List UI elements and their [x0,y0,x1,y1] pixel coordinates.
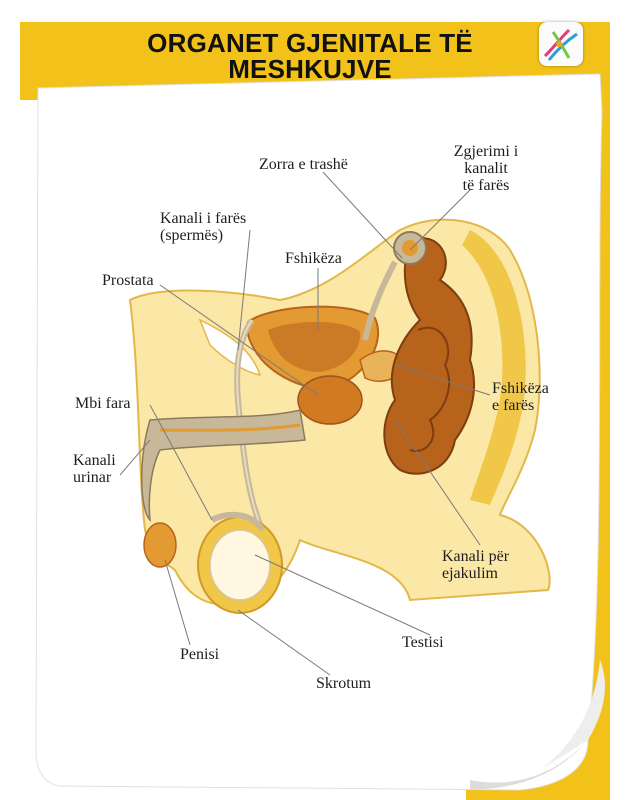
label-fshikeza-fares-line1: Fshikëza [492,380,549,397]
label-kanali-urinar-line1: Kanali [73,452,116,469]
title-line-1: ORGANET GJENITALE TË [147,28,473,58]
label-zgjerimi-line1: Zgjerimi i [453,143,519,160]
label-zorra: Zorra e trashë [259,156,348,173]
page-title: ORGANET GJENITALE TË MESHKUJVE [40,30,580,82]
spine-area [462,230,526,505]
paper-curl [540,660,605,770]
publisher-logo [539,22,583,66]
label-kanali-fares-line1: Kanali i farës [160,210,247,227]
label-testisi: Testisi [402,634,444,651]
rectum-folds [409,326,450,452]
label-mbi-fara: Mbi fara [75,395,131,412]
penis-shaft [141,409,306,523]
label-kanali-ejakulim-line1: Kanali për [442,548,510,565]
label-kanali-ejakulim: Kanali për ejakulim [442,548,509,582]
label-penisi: Penisi [180,646,220,663]
bladder-inner [268,322,361,372]
leader-lines [119,171,491,676]
title-line-2: MESHKUJVE [228,54,392,84]
paper-curl-shadow [470,740,588,790]
label-prostata: Prostata [102,272,154,289]
label-fshikeza-fares: Fshikëza e farës [492,380,549,414]
epididymis [210,511,265,532]
glans [143,522,177,568]
label-zgjerimi-line3: të farës [462,177,510,194]
testis [209,529,271,601]
label-skrotum: Skrotum [316,675,372,692]
label-kanali-urinar-line2: urinar [73,469,112,486]
label-zgjerimi: Zgjerimi i kanalit të farës [438,143,534,194]
pubic-bone [198,318,262,376]
label-kanali-fares: Kanali i farës (spermës) [160,210,246,244]
ampulla-inner [402,240,418,256]
vas-deferens-upper [362,260,398,341]
label-kanali-ejakulim-line2: ejakulim [442,565,498,582]
label-fshikeza: Fshikëza [285,250,342,267]
label-kanali-fares-line2: (spermës) [160,227,224,244]
logo-icon [543,28,578,61]
urethra [159,423,301,432]
label-zgjerimi-line2: kanalit [464,160,508,177]
label-fshikeza-fares-line2: e farës [492,397,535,414]
label-kanali-urinar: Kanali urinar [73,452,116,486]
prostate [297,375,363,425]
rectum [383,237,476,475]
